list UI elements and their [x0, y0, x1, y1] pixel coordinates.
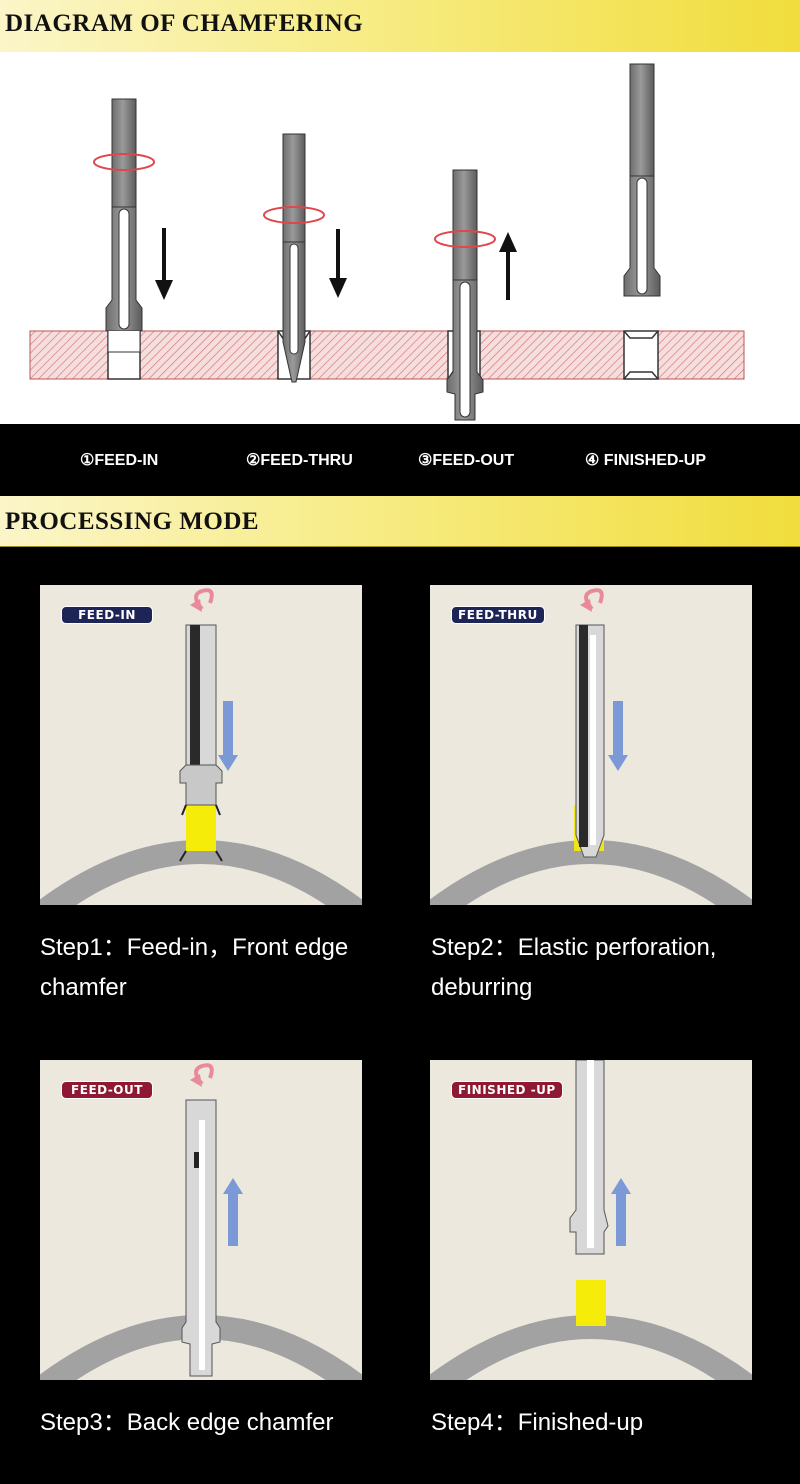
- step-badge-feed-thru: FEED-THRU: [451, 606, 545, 624]
- chamfering-diagram: [0, 52, 800, 424]
- tool-finished-up: [623, 63, 661, 297]
- finished-up-illustration: [430, 1060, 752, 1380]
- processing-section-banner: PROCESSING MODE: [0, 496, 800, 547]
- tool-feed-in: [93, 98, 173, 353]
- chamfering-diagram-svg: [29, 63, 745, 421]
- step-panel-feed-out: FEED-OUT: [40, 1060, 362, 1380]
- step-badge-finished-up: FINISHED -UP: [451, 1081, 563, 1099]
- step-badge-feed-in: FEED-IN: [61, 606, 153, 624]
- tool-feed-out: [434, 169, 517, 421]
- stage-label-strip: ①FEED-IN ②FEED-THRU ③FEED-OUT ④ FINISHED…: [0, 424, 800, 496]
- feed-out-illustration: [40, 1063, 362, 1380]
- feed-in-illustration: [40, 588, 362, 905]
- stage-label-feed-in: ①FEED-IN: [80, 452, 159, 469]
- stage-label-feed-thru: ②FEED-THRU: [246, 452, 353, 469]
- processing-section-title: PROCESSING MODE: [5, 508, 260, 535]
- diagram-section-banner: DIAGRAM OF CHAMFERING: [0, 0, 800, 53]
- step-caption-2: Step2：Elastic perforation, deburring: [431, 934, 717, 1001]
- step-panel-feed-thru: FEED-THRU: [430, 585, 752, 905]
- diagram-section-title: DIAGRAM OF CHAMFERING: [5, 10, 364, 37]
- feed-thru-illustration: [430, 588, 752, 905]
- step-panel-feed-in: FEED-IN: [40, 585, 362, 905]
- step-panel-finished-up: FINISHED -UP: [430, 1060, 752, 1380]
- step-caption-4: Step4：Finished-up: [431, 1409, 644, 1436]
- stage-label-feed-out: ③FEED-OUT: [418, 452, 515, 469]
- stage-label-finished-up: ④ FINISHED-UP: [585, 452, 707, 469]
- step-caption-3: Step3：Back edge chamfer: [40, 1409, 334, 1436]
- step-caption-1: Step1：Feed-in，Front edge chamfer: [40, 934, 349, 1001]
- step-badge-feed-out: FEED-OUT: [61, 1081, 153, 1099]
- tool-feed-thru: [263, 133, 347, 383]
